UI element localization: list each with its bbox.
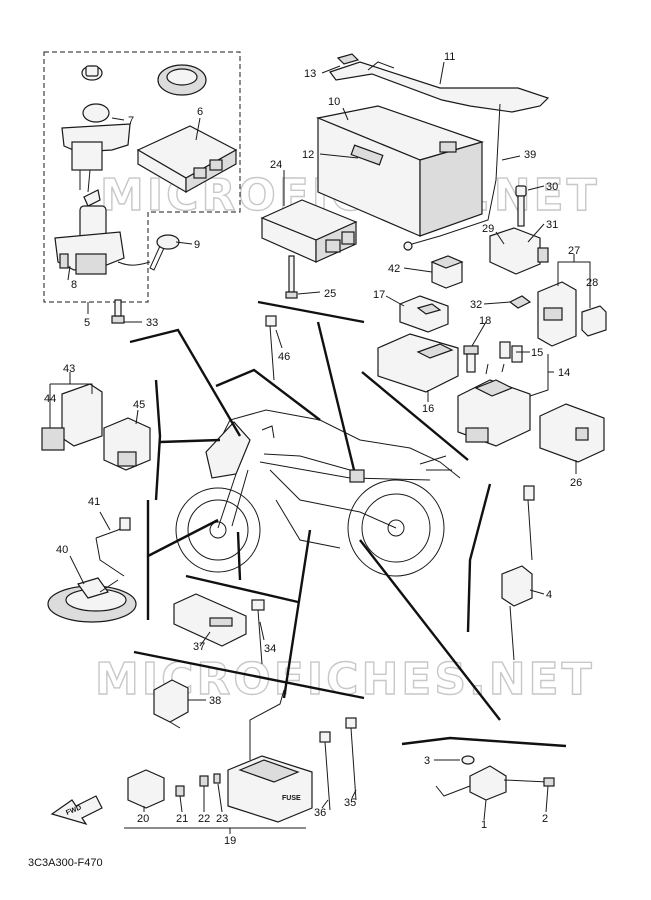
callout-34: 34: [264, 643, 276, 655]
callout-26: 26: [570, 477, 582, 489]
diagram-code: 3C3A300-F470: [28, 857, 103, 869]
callout-3: 3: [424, 755, 430, 767]
callout-25: 25: [324, 288, 336, 300]
callout-46: 46: [278, 351, 290, 363]
callout-10: 10: [328, 96, 340, 108]
main-switch-part: [61, 103, 131, 193]
callout-5: 5: [84, 317, 90, 329]
manual-holder-37: [173, 593, 247, 647]
callout-13: 13: [304, 68, 316, 80]
relay-group-left: [41, 383, 151, 471]
callout-23: 23: [216, 813, 228, 825]
callout-7: 7: [128, 115, 134, 127]
ecu-part: [136, 125, 238, 194]
callout-30: 30: [546, 181, 558, 193]
callout-4: 4: [546, 589, 552, 601]
callout-42: 42: [388, 263, 400, 275]
callout-1: 1: [481, 819, 487, 831]
sensor-38: [153, 679, 189, 729]
callout-8: 8: [71, 279, 77, 291]
starter-relay-part: [457, 363, 531, 447]
sidestand-switch-part: [501, 485, 535, 661]
bolt-33-part: [111, 299, 125, 324]
callout-41: 41: [88, 496, 100, 508]
seat-lock-part: [54, 189, 151, 275]
callout-12: 12: [302, 149, 314, 161]
callout-15: 15: [531, 347, 543, 359]
junction-box-part: [260, 199, 358, 299]
area-leader-lines: [129, 300, 567, 748]
callout-27: 27: [568, 245, 580, 257]
callout-21: 21: [176, 813, 188, 825]
callout-22: 22: [198, 813, 210, 825]
callout-18: 18: [479, 315, 491, 327]
callout-33: 33: [146, 317, 158, 329]
callout-31: 31: [546, 219, 558, 231]
callout-9: 9: [194, 239, 200, 251]
motorcycle-outline: [175, 409, 461, 577]
callout-14: 14: [558, 367, 570, 379]
band-34: [251, 599, 265, 665]
callout-24: 24: [270, 159, 282, 171]
callout-29: 29: [482, 223, 494, 235]
lock-set-group: [43, 51, 241, 303]
callout-36: 36: [314, 807, 326, 819]
callout-38: 38: [209, 695, 221, 707]
relay-group-right: [377, 227, 607, 463]
callout-20: 20: [137, 813, 149, 825]
callout-40: 40: [56, 544, 68, 556]
callout-numbers: 1 2 3 4 5 6 7 8 9 10 11 12 13 14 15 16 1…: [44, 51, 598, 847]
horn-part: [47, 577, 137, 623]
callout-6: 6: [197, 106, 203, 118]
callout-37: 37: [193, 641, 205, 653]
callout-11: 11: [444, 51, 455, 63]
callout-45: 45: [133, 399, 145, 411]
callout-17: 17: [373, 289, 385, 301]
callout-32: 32: [470, 299, 482, 311]
callout-35: 35: [344, 797, 356, 809]
callout-2: 2: [542, 813, 548, 825]
callout-44: 44: [44, 393, 56, 405]
fuse-box-group: FUSE: [124, 689, 313, 834]
callout-19: 19: [224, 835, 236, 847]
front-brake-switch: [435, 755, 555, 801]
callout-39: 39: [524, 149, 536, 161]
fuse-label: FUSE: [282, 795, 301, 802]
callout-43: 43: [63, 363, 75, 375]
callout-leaders: [49, 61, 591, 821]
key-part: [149, 234, 180, 271]
wire-sensor-41: [95, 517, 131, 577]
fwd-arrow-icon: FWD: [50, 795, 103, 826]
callout-28: 28: [586, 277, 598, 289]
cable-ties-35-36: [319, 717, 357, 811]
cable-tie-46: [265, 315, 277, 381]
callout-16: 16: [422, 403, 434, 415]
